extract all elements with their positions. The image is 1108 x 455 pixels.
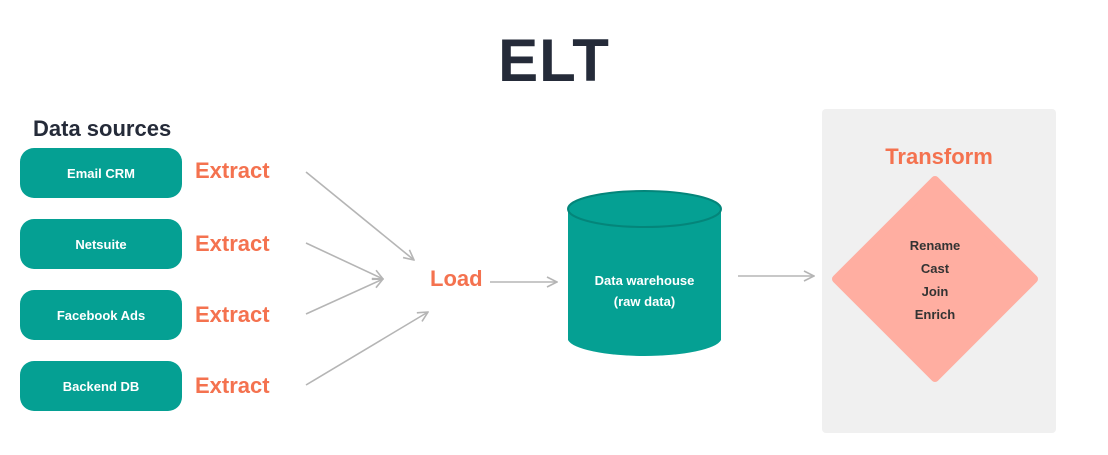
source-netsuite: Netsuite bbox=[20, 219, 182, 269]
extract-label: Extract bbox=[195, 373, 270, 398]
warehouse-sublabel: (raw data) bbox=[613, 294, 676, 309]
extract-label: Extract bbox=[195, 231, 270, 256]
transform-diamond bbox=[832, 176, 1038, 382]
transform-label: Transform bbox=[885, 144, 993, 169]
transform-op-enrich: Enrich bbox=[914, 307, 956, 322]
data-warehouse-cylinder bbox=[567, 190, 722, 356]
transform-op-rename: Rename bbox=[909, 238, 961, 253]
warehouse-label: Data warehouse bbox=[594, 273, 695, 288]
load-label: Load bbox=[430, 266, 483, 291]
source-facebook-ads: Facebook Ads bbox=[20, 290, 182, 340]
arrow-netsuite-to-load bbox=[305, 242, 383, 279]
source-backend-db: Backend DB bbox=[20, 361, 182, 411]
arrow-backend-db-to-load bbox=[305, 312, 428, 386]
source-email-crm: Email CRM bbox=[20, 148, 182, 198]
extract-label: Extract bbox=[195, 302, 270, 327]
arrow-facebook-ads-to-load bbox=[305, 279, 383, 315]
diagram-title: ELT bbox=[498, 27, 610, 94]
arrow-email-crm-to-load bbox=[305, 171, 414, 260]
extract-label: Extract bbox=[195, 158, 270, 183]
transform-op-cast: Cast bbox=[920, 261, 950, 276]
transform-op-join: Join bbox=[921, 284, 949, 299]
data-sources-heading: Data sources bbox=[33, 116, 172, 141]
